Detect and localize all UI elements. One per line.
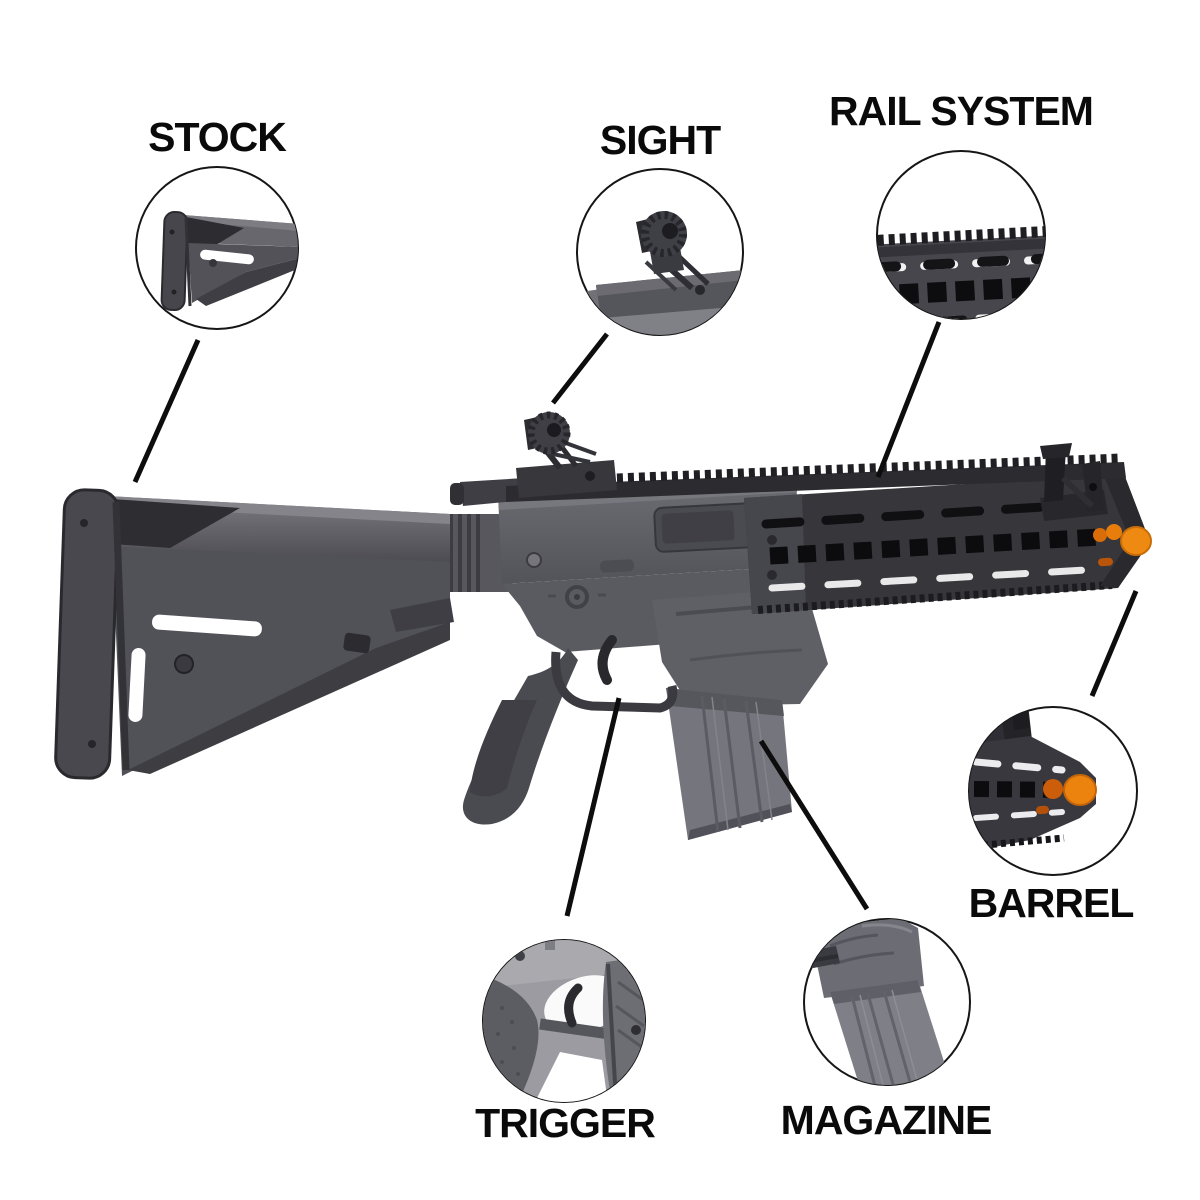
barrel-connector-line bbox=[1089, 590, 1139, 697]
magazine-label: MAGAZINE bbox=[780, 1097, 993, 1143]
rail-inset-art bbox=[877, 225, 1045, 319]
stock-label: STOCK bbox=[148, 114, 287, 160]
trigger-label: TRIGGER bbox=[475, 1100, 656, 1146]
rail-inset bbox=[876, 150, 1046, 320]
trigger-connector-line bbox=[564, 697, 622, 917]
rifle-receiver bbox=[450, 476, 828, 706]
magazine-connector-line bbox=[758, 739, 870, 911]
magazine-inset-art bbox=[804, 919, 949, 1085]
rifle-front-sight bbox=[1040, 443, 1108, 521]
barrel-label: BARREL bbox=[968, 880, 1135, 926]
stock-inset bbox=[135, 166, 299, 330]
trigger-inset bbox=[482, 939, 646, 1103]
rifle-muzzle-tip bbox=[1098, 526, 1152, 567]
rifle-trigger-guard bbox=[551, 635, 678, 713]
rifle-magwell bbox=[652, 588, 828, 706]
rifle-grip bbox=[462, 648, 578, 825]
sight-inset bbox=[576, 168, 744, 336]
rail-connector-line bbox=[875, 321, 942, 478]
rifle-rear-sight bbox=[516, 411, 617, 498]
rifle-stock bbox=[54, 488, 454, 780]
barrel-inset-art bbox=[969, 707, 1097, 852]
rifle-trigger bbox=[597, 635, 617, 685]
rifle-magazine bbox=[666, 688, 792, 840]
rail-system-label: RAIL SYSTEM bbox=[829, 88, 1094, 134]
rifle-illustration bbox=[54, 411, 1152, 840]
barrel-inset bbox=[968, 706, 1138, 876]
stock-connector-line bbox=[132, 338, 201, 484]
rifle-top-rail bbox=[506, 453, 1126, 502]
magazine-inset bbox=[803, 918, 971, 1086]
stock-inset-art bbox=[160, 210, 298, 312]
trigger-inset-art bbox=[483, 940, 645, 1102]
sight-label: SIGHT bbox=[599, 117, 721, 163]
sight-connector-line bbox=[551, 332, 609, 405]
